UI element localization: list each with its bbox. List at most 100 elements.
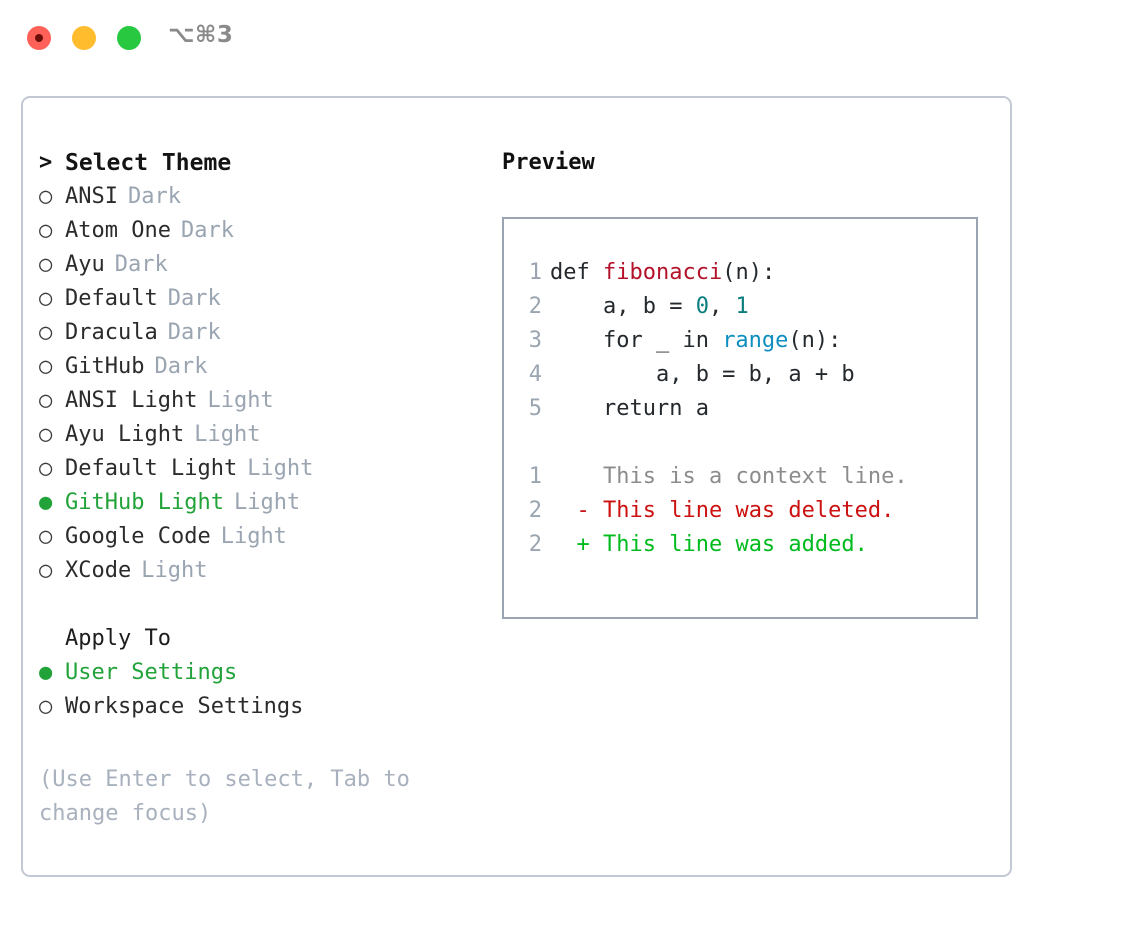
diff-line-added: 2 + This line was added.: [504, 528, 976, 562]
diff-text: This line was deleted.: [589, 498, 895, 523]
code-token-num: 0: [695, 294, 709, 319]
close-inner-dot: [35, 34, 43, 42]
theme-variant-tag: Light: [220, 524, 287, 549]
apply-to-label: Apply To: [65, 626, 171, 651]
code-token-fn: fibonacci: [602, 260, 723, 285]
theme-variant-tag: Light: [194, 422, 261, 447]
theme-list-item[interactable]: ○ XCode Light: [39, 554, 479, 588]
line-number: 5: [528, 396, 542, 421]
diff-line-deleted: 2 - This line was deleted.: [504, 494, 976, 528]
radio-unselected-icon[interactable]: ○: [39, 456, 53, 481]
radio-unselected-icon[interactable]: ○: [39, 558, 53, 583]
theme-variant-tag: Dark: [154, 354, 208, 379]
apply-to-list: ● User Settings ○Workspace Settings: [39, 656, 479, 724]
zoom-button-icon[interactable]: [117, 26, 141, 50]
code-token-call: range: [722, 328, 789, 353]
apply-to-option[interactable]: ● User Settings: [39, 656, 479, 690]
diff-sample: 1 This is a context line.2 - This line w…: [504, 460, 976, 562]
code-token-plain: a, b =: [550, 294, 696, 319]
code-token-plain: (n):: [788, 328, 842, 353]
theme-picker-heading: > Select Theme: [39, 146, 479, 180]
prompt-caret-icon: >: [39, 150, 53, 175]
theme-name: XCode: [65, 558, 132, 583]
diff-line-context: 1 This is a context line.: [504, 460, 976, 494]
diff-line-number: 2: [528, 498, 542, 523]
line-number: 4: [528, 362, 542, 387]
diff-marker: [550, 464, 590, 489]
radio-unselected-icon[interactable]: ○: [39, 184, 53, 209]
code-line: 5 return a: [504, 392, 976, 426]
theme-list-item[interactable]: ○ Default Dark: [39, 282, 479, 316]
apply-to-bullet-placeholder: ○: [39, 622, 65, 656]
code-token-num: 1: [735, 294, 749, 319]
radio-unselected-icon[interactable]: ○: [39, 388, 53, 413]
apply-to-option[interactable]: ○Workspace Settings: [39, 690, 479, 724]
code-line: 1 def fibonacci(n):: [504, 256, 976, 290]
diff-line-number: 1: [528, 464, 542, 489]
radio-unselected-icon[interactable]: ○: [39, 286, 53, 311]
theme-list-item[interactable]: ○ GitHub Dark: [39, 350, 479, 384]
theme-variant-tag: Dark: [114, 252, 168, 277]
preview-title: Preview: [502, 150, 595, 175]
diff-marker: +: [550, 532, 590, 557]
theme-name: Atom One: [65, 218, 171, 243]
line-number: 2: [528, 294, 542, 319]
apply-to-heading: ○ Apply To: [39, 622, 479, 656]
minimize-button-icon[interactable]: [72, 26, 96, 50]
theme-name: ANSI: [65, 184, 118, 209]
theme-name: Google Code: [65, 524, 211, 549]
theme-name: Default: [65, 286, 158, 311]
radio-unselected-icon[interactable]: ○: [39, 320, 53, 345]
radio-unselected-icon[interactable]: ○: [39, 252, 53, 277]
theme-list-item[interactable]: ○ Google Code Light: [39, 520, 479, 554]
apply-to-option-label: User Settings: [65, 660, 238, 685]
theme-name: Default Light: [65, 456, 238, 481]
line-number: 3: [528, 328, 542, 353]
theme-name: GitHub Light: [65, 490, 224, 515]
code-token-plain: def: [550, 260, 603, 285]
theme-variant-tag: Dark: [167, 320, 221, 345]
list-spacer: [39, 588, 479, 622]
theme-list-item[interactable]: ○ Default Light Light: [39, 452, 479, 486]
code-token-plain: (n):: [722, 260, 776, 285]
code-token-plain: ,: [708, 294, 736, 319]
diff-line-number: 2: [528, 532, 542, 557]
code-token-plain: for _ in: [550, 328, 723, 353]
theme-name: ANSI Light: [65, 388, 198, 413]
radio-selected-icon[interactable]: ●: [39, 490, 53, 515]
page-title: Select Theme: [65, 150, 232, 176]
code-line: 2 a, b = 0, 1: [504, 290, 976, 324]
title-bar: ⌥⌘3: [0, 0, 1140, 78]
radio-unselected-icon[interactable]: ○: [39, 524, 53, 549]
radio-unselected-icon[interactable]: ○: [39, 694, 53, 719]
radio-unselected-icon[interactable]: ○: [39, 354, 53, 379]
theme-variant-tag: Light: [141, 558, 208, 583]
diff-text: This is a context line.: [589, 464, 908, 489]
theme-variant-tag: Dark: [167, 286, 221, 311]
radio-unselected-icon[interactable]: ○: [39, 422, 53, 447]
radio-unselected-icon[interactable]: ○: [39, 218, 53, 243]
keyboard-hint-text: (Use Enter to select, Tab to change focu…: [39, 767, 410, 826]
close-button-icon[interactable]: [27, 26, 51, 50]
diff-marker: -: [550, 498, 590, 523]
diff-text: This line was added.: [589, 532, 868, 557]
theme-name: GitHub: [65, 354, 145, 379]
radio-selected-icon[interactable]: ●: [39, 660, 53, 685]
theme-list-item[interactable]: ○ ANSI Dark: [39, 180, 479, 214]
keyboard-shortcut-label: ⌥⌘3: [168, 22, 234, 48]
line-number: 1: [528, 260, 542, 285]
theme-variant-tag: Light: [247, 456, 314, 481]
code-token-plain: return a: [550, 396, 709, 421]
theme-variant-tag: Dark: [127, 184, 181, 209]
